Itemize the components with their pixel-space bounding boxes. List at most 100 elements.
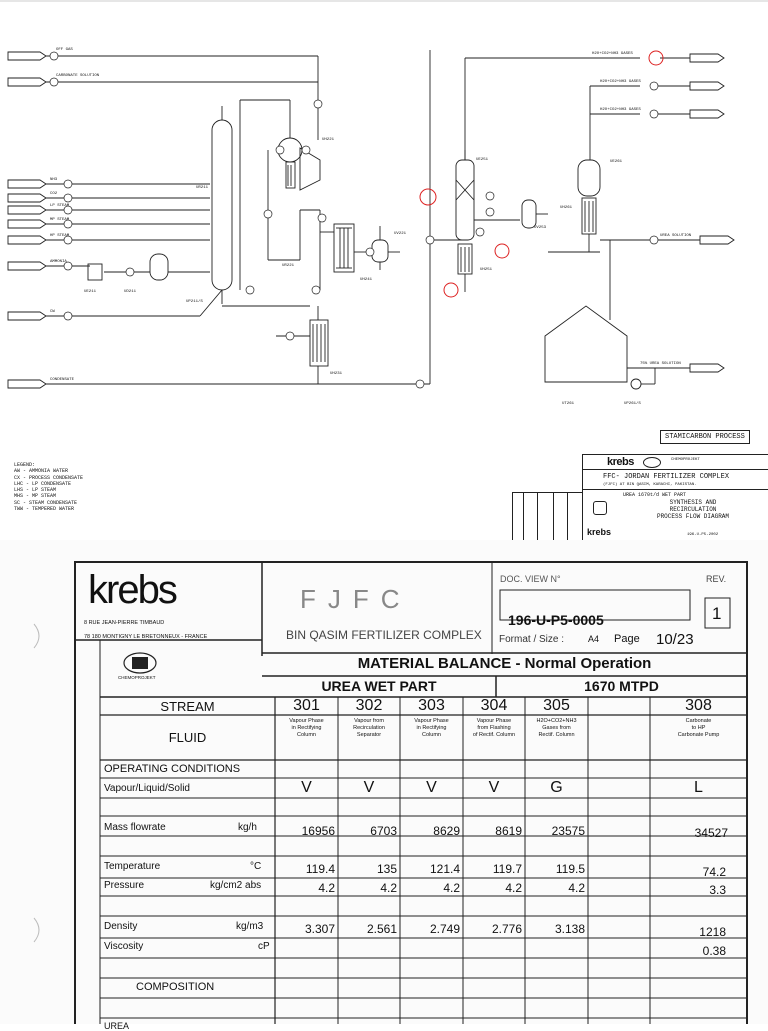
- pressure-value: 4.2: [380, 881, 397, 895]
- legend-item: TWW - TEMPERED WATER: [14, 506, 75, 513]
- logo-square-icon: [593, 501, 607, 515]
- chemoprojekt-logo-icon: [643, 457, 661, 468]
- stream-label-ammonia: AMMONIA: [50, 260, 67, 264]
- stream-number: 303: [418, 697, 445, 714]
- legend-item: AW - AMMONIA WATER: [14, 468, 69, 475]
- pressure-value: 3.3: [709, 883, 726, 897]
- phase-value: V: [301, 779, 312, 796]
- stream-number: 304: [480, 697, 508, 714]
- equipment-tag: UE211: [84, 290, 97, 294]
- client-subtitle: BIN QASIM FERTILIZER COMPLEX: [286, 628, 482, 642]
- stream-label-cw: CW: [50, 310, 55, 314]
- mass-flowrate-value: 8629: [433, 824, 460, 838]
- unit-temperature: °C: [250, 861, 262, 872]
- page-label: Page: [614, 633, 640, 645]
- stream-label-nh3: NH3: [50, 178, 58, 182]
- stream-label-co2: CO2: [50, 192, 58, 196]
- stream-label-carbonate: CARBONATE SOLUTION: [56, 74, 100, 78]
- mass-flowrate-value: 6703: [370, 824, 397, 838]
- legend-item: LHC - LP CONDENSATE: [14, 480, 72, 487]
- krebs-logo-small: krebs: [607, 456, 634, 468]
- company-address-2: 78 180 MONTIGNY LE BRETONNEUX - FRANCE: [84, 634, 208, 640]
- equipment-tag: UH221: [322, 138, 335, 142]
- equipment-tag: UP211/S: [186, 300, 203, 304]
- project-location: (FJFC) AT BIN QASIM, KARACHI, PAKISTAN.: [603, 483, 697, 487]
- phase-value: V: [426, 779, 437, 796]
- stream-label-condensate: CONDENSATE: [50, 378, 75, 382]
- temperature-value: 119.7: [492, 862, 522, 876]
- stream-label-gases-3: H2O+CO2+NH3 GASES: [600, 108, 641, 112]
- material-balance-sheet: krebs 8 RUE JEAN-PIERRE TIMBAUD 78 180 M…: [0, 540, 768, 1031]
- client-title: FJFC: [300, 584, 412, 614]
- row-phase: Vapour/Liquid/Solid: [104, 783, 190, 794]
- mass-flowrate-value: 16956: [301, 824, 335, 838]
- format-label: Format / Size :: [499, 634, 565, 645]
- equipment-tag: UT261: [562, 402, 575, 406]
- legend-item: SC - STEAM CONDENSATE: [14, 499, 78, 506]
- equipment-tag: UH261: [560, 206, 573, 210]
- row-mass-flowrate: Mass flowrate: [104, 822, 166, 833]
- row-viscosity: Viscosity: [104, 941, 144, 952]
- unit-density: kg/m3: [236, 921, 264, 932]
- stream-label-urea75: 75% UREA SOLUTION: [640, 362, 681, 366]
- density-value: 3.307: [304, 922, 335, 936]
- row-composition: COMPOSITION: [136, 981, 215, 993]
- stream-label-urea: UREA SOLUTION: [660, 234, 692, 238]
- stream-number: 301: [293, 697, 320, 714]
- drawing-title-3: PROCESS FLOW DIAGRAM: [656, 513, 729, 520]
- rev-value: 1: [712, 604, 722, 623]
- stamicarbon-label: STAMICARBON PROCESS: [660, 430, 750, 444]
- equipment-tag: UE261: [610, 160, 623, 164]
- title-block: krebs CHEMOPROJEKT FFC- JORDAN FERTILIZE…: [582, 454, 768, 542]
- project-name: FFC- JORDAN FERTILIZER COMPLEX: [603, 473, 730, 481]
- fluid-label: FLUID: [168, 730, 207, 745]
- unit-name: UREA 1670t/d WET PART: [623, 492, 687, 498]
- drawing-number: 196-U-P5-2002: [687, 533, 719, 537]
- temperature-value: 121.4: [429, 862, 460, 876]
- equipment-tag: UR211: [196, 186, 209, 190]
- pressure-value: 4.2: [505, 881, 522, 895]
- stream-number: 308: [685, 697, 712, 714]
- sheet-subtitle-right: 1670 MTPD: [584, 678, 659, 694]
- stream-label-hps: HP STEAM: [50, 234, 70, 238]
- pressure-value: 4.2: [443, 881, 460, 895]
- row-pressure: Pressure: [104, 880, 145, 891]
- drawing-title-2: RECIRCULATION: [669, 506, 717, 513]
- equipment-tag: UP261/S: [624, 402, 641, 406]
- phase-value: V: [363, 779, 375, 796]
- stream-number: 302: [355, 697, 383, 714]
- density-value: 2.749: [429, 922, 460, 936]
- doc-number-label: DOC. VIEW N°: [500, 574, 561, 584]
- pressure-value: 4.2: [568, 881, 585, 895]
- sheet-grid: [33, 561, 748, 1024]
- equipment-tag: UE251: [476, 158, 489, 162]
- revision-block: [512, 492, 584, 542]
- density-value: 3.138: [554, 922, 585, 936]
- stream-label-gases-2: H2O+CO2+NH3 GASES: [600, 80, 641, 84]
- partner-name: CHEMOPROJEKT: [671, 458, 700, 462]
- chemoprojekt-emblem-icon: [123, 652, 157, 674]
- unit-mass: kg/h: [238, 822, 257, 833]
- equipment-tag: UH231: [330, 372, 343, 376]
- phase-value: V: [488, 779, 500, 796]
- company-address-1: 8 RUE JEAN-PIERRE TIMBAUD: [84, 620, 165, 626]
- equipment-tag: UH241: [360, 278, 373, 282]
- legend-item: MHS - MP STEAM: [14, 493, 57, 500]
- doc-number: 196-U-P5-0005: [508, 612, 604, 628]
- unit-viscosity: cP: [258, 941, 270, 952]
- page-value: 10/23: [656, 631, 694, 648]
- temperature-value: 74.2: [702, 865, 726, 879]
- density-value: 2.561: [366, 922, 397, 936]
- density-value: 2.776: [491, 922, 522, 936]
- stream-label-lps: LP STEAM: [50, 204, 70, 208]
- viscosity-value: 0.38: [702, 944, 726, 958]
- stream-label-offgas: OFF GAS: [56, 48, 73, 52]
- sheet-title: MATERIAL BALANCE - Normal Operation: [357, 655, 652, 672]
- rev-label: REV.: [706, 574, 727, 584]
- process-flow-diagram: OFF GAS CARBONATE SOLUTION NH3 CO2 LP ST…: [0, 0, 768, 542]
- stream-label: STREAM: [160, 699, 215, 714]
